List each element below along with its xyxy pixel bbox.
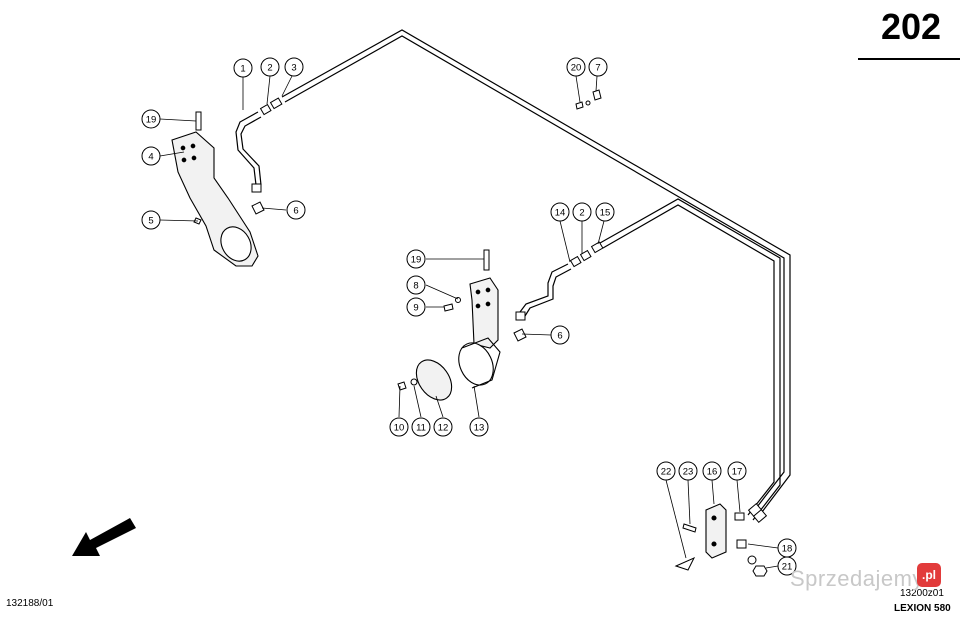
callout-5: 5 <box>141 210 161 230</box>
svg-text:9: 9 <box>413 303 418 314</box>
callout-11: 11 <box>411 417 431 437</box>
svg-text:16: 16 <box>707 467 718 478</box>
callout-6-upper: 6 <box>286 200 306 220</box>
svg-text:15: 15 <box>600 208 611 219</box>
svg-text:6: 6 <box>293 206 298 217</box>
svg-text:1: 1 <box>240 64 245 75</box>
middle-pipe-inner <box>602 204 775 516</box>
bent-pipe-1-b <box>240 116 262 186</box>
callout-1: 1 <box>233 58 253 78</box>
bracket-part-4 <box>171 131 259 267</box>
bent-pipe-14-a <box>519 263 569 313</box>
callout-23: 23 <box>678 461 698 481</box>
svg-text:19: 19 <box>411 255 422 266</box>
svg-text:2: 2 <box>267 63 272 74</box>
screw-20 <box>575 101 584 110</box>
bolt-23 <box>682 523 697 533</box>
callout-3: 3 <box>284 57 304 77</box>
washer-7a <box>585 100 591 106</box>
svg-text:22: 22 <box>661 467 672 478</box>
washer-11 <box>410 378 418 386</box>
screw-10 <box>397 381 407 391</box>
svg-text:14: 14 <box>555 208 566 219</box>
page-number-underline <box>858 58 960 60</box>
svg-text:13: 13 <box>474 423 485 434</box>
callout-7: 7 <box>588 57 608 77</box>
svg-text:8: 8 <box>413 281 418 292</box>
nut-21 <box>752 565 768 577</box>
svg-text:17: 17 <box>732 467 743 478</box>
model-name: LEXION 580 <box>894 603 951 614</box>
fittings <box>251 97 768 549</box>
callout-22: 22 <box>656 461 676 481</box>
callout-17: 17 <box>727 461 747 481</box>
svg-text:23: 23 <box>683 467 694 478</box>
long-pipe-outer <box>281 29 791 513</box>
svg-text:10: 10 <box>394 423 405 434</box>
bent-pipe-14-b <box>524 268 572 317</box>
callout-15: 15 <box>595 202 615 222</box>
svg-text:3: 3 <box>291 63 296 74</box>
callout-6-middle: 6 <box>550 325 570 345</box>
callout-21: 21 <box>777 556 797 576</box>
callout-12: 12 <box>433 417 453 437</box>
callout-20: 20 <box>566 57 586 77</box>
middle-pipe-outer <box>599 198 781 521</box>
screw-9 <box>443 303 454 312</box>
svg-text:12: 12 <box>438 423 449 434</box>
callout-4: 4 <box>141 146 161 166</box>
svg-text:11: 11 <box>416 423 426 434</box>
callout-16: 16 <box>702 461 722 481</box>
callout-19-middle: 19 <box>406 249 426 269</box>
drawing-id-right: 13200z01 <box>900 588 944 599</box>
direction-arrow <box>72 518 136 556</box>
svg-text:2: 2 <box>579 208 584 219</box>
watermark-text: Sprzedajemy <box>790 566 924 591</box>
callout-19-upper: 19 <box>141 109 161 129</box>
callout-13: 13 <box>469 417 489 437</box>
long-pipe-inner <box>284 35 785 508</box>
svg-text:19: 19 <box>146 115 157 126</box>
callout-9: 9 <box>406 297 426 317</box>
warning-triangle-22 <box>674 556 696 571</box>
page-number: 202 <box>880 6 942 47</box>
svg-text:18: 18 <box>782 544 793 555</box>
drawing-id-left: 132188/01 <box>6 598 54 609</box>
svg-text:5: 5 <box>148 216 153 227</box>
callout-10: 10 <box>389 417 409 437</box>
pipes <box>235 29 791 521</box>
callout-8: 8 <box>406 275 426 295</box>
watermark-badge: .pl <box>917 563 941 587</box>
block-part-16 <box>705 503 727 559</box>
svg-text:7: 7 <box>595 63 600 74</box>
pin-19-middle <box>483 249 490 271</box>
cover-disc-12 <box>415 359 453 401</box>
callout-14: 14 <box>550 202 570 222</box>
leader-lines <box>159 75 779 569</box>
callout-2-middle: 2 <box>572 202 592 222</box>
clip-7 <box>592 89 602 101</box>
svg-text:4: 4 <box>148 152 153 163</box>
svg-text:21: 21 <box>782 562 793 573</box>
pin-19-upper <box>195 111 202 131</box>
svg-text:6: 6 <box>557 331 562 342</box>
callout-18: 18 <box>777 538 797 558</box>
bracket-part-13 <box>458 277 501 389</box>
bent-pipe-1-a <box>235 111 259 186</box>
callout-2-upper: 2 <box>260 57 280 77</box>
svg-text:20: 20 <box>571 63 582 74</box>
washer-21a <box>747 555 757 565</box>
